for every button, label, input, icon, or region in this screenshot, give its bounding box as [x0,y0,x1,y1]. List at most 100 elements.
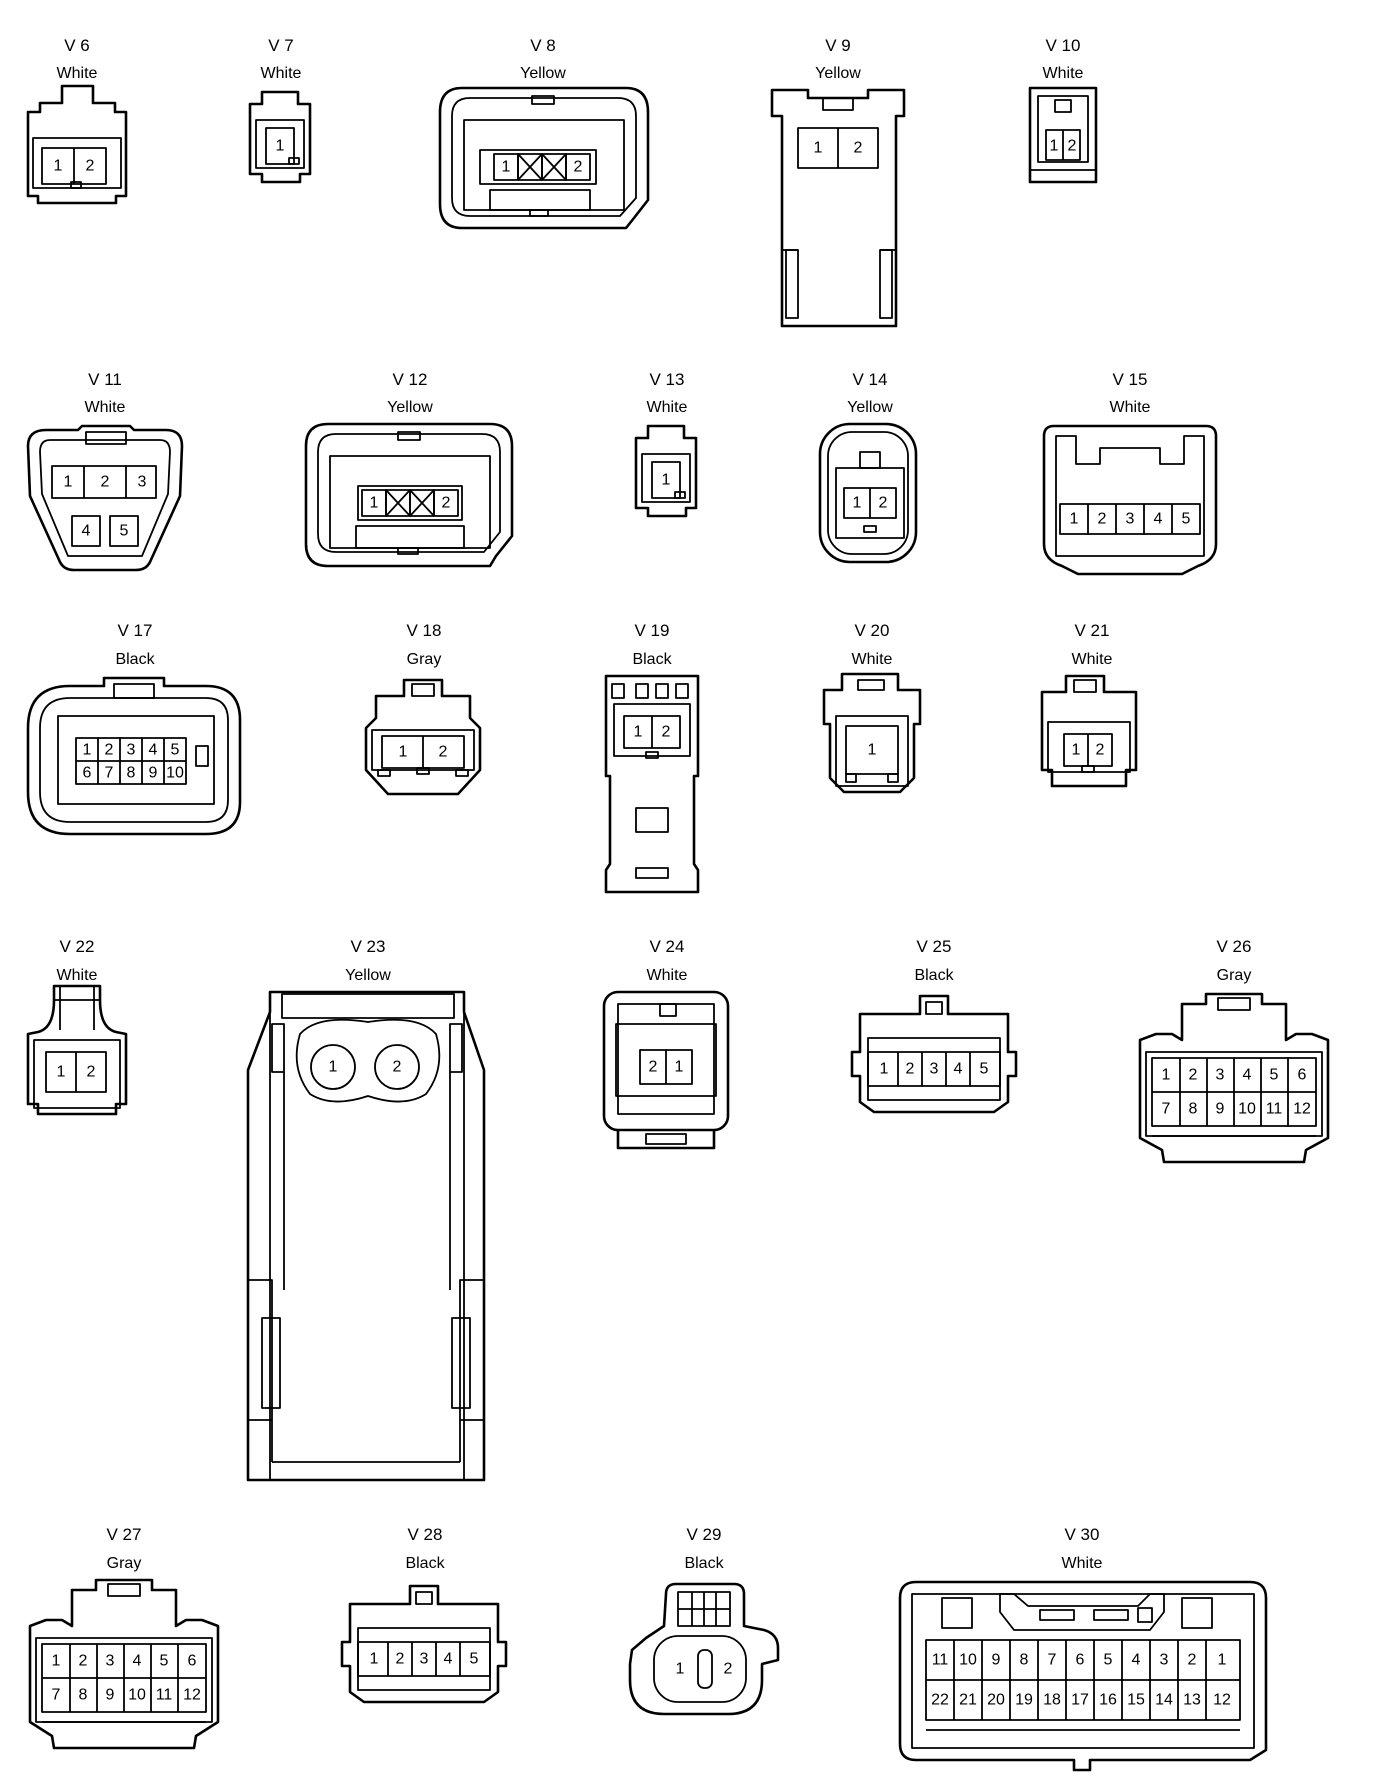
pin-label: 3 [106,1653,115,1670]
connector-color: White [647,399,688,416]
pin-label: 4 [1132,1652,1141,1669]
pin-label: 7 [1048,1652,1057,1669]
pin-label: 12 [1213,1692,1231,1709]
connector-v10: V 10 White 1 2 [1028,36,1098,184]
pin-label: 2 [442,495,451,512]
pin-label: 1 [662,472,671,489]
pin-label: 12 [1293,1101,1311,1118]
connector-id: V 25 [917,937,952,956]
pin-label: 10 [1238,1101,1256,1118]
pin-label: 3 [930,1061,939,1078]
connector-v18: V 18 Gray 1 2 [364,621,482,796]
pin-label: 4 [444,1651,453,1668]
pin-label: 4 [1243,1067,1252,1084]
pin-label: 1 [83,742,92,759]
pin-label: 1 [399,744,408,761]
pin-label: 8 [1020,1652,1029,1669]
pin-label: 2 [662,724,671,741]
pin-label: 9 [149,765,158,782]
pin-label: 2 [574,159,583,176]
pin-label: 1 [502,159,511,176]
pin-label: 6 [1298,1067,1307,1084]
connector-id: V 12 [393,370,428,389]
pin-label: 8 [79,1687,88,1704]
pin-label: 2 [1188,1652,1197,1669]
connector-id: V 6 [64,36,90,55]
pin-label: 2 [101,474,110,491]
pin-label: 1 [1072,742,1081,759]
connector-id: V 7 [268,36,294,55]
connector-id: V 19 [635,621,670,640]
pin-label: 20 [987,1692,1005,1709]
pin-label: 1 [370,1651,379,1668]
connector-color: Gray [107,1555,142,1572]
pin-label: 2 [1189,1067,1198,1084]
connector-v27: V 27 Gray 1 2 3 4 5 6 7 8 9 10 11 12 [28,1525,220,1750]
connector-v29: V 29 Black 1 2 [628,1525,780,1716]
connector-color: Yellow [815,65,861,82]
connector-color: White [1072,651,1113,668]
pin-label: 1 [329,1059,338,1076]
pin-label: 2 [105,742,114,759]
connector-color: White [57,65,98,82]
connector-id: V 10 [1046,36,1081,55]
connector-color: Black [632,651,672,668]
connector-v14: V 14 Yellow 1 2 [818,370,918,564]
pin-label: 15 [1127,1692,1145,1709]
pin-label: 3 [420,1651,429,1668]
pin-label: 5 [120,523,129,540]
pin-label: 1 [1218,1652,1227,1669]
pin-label: 3 [1160,1652,1169,1669]
pin-label: 8 [127,765,136,782]
pin-label: 5 [1270,1067,1279,1084]
connector-color: Black [684,1555,724,1572]
pin-label: 2 [1098,511,1107,528]
pin-label: 13 [1183,1692,1201,1709]
pin-label: 5 [980,1061,989,1078]
pin-label: 1 [276,138,285,155]
connector-id: V 24 [650,937,685,956]
pin-label: 2 [439,744,448,761]
pin-label: 1 [1070,511,1079,528]
pin-label: 7 [52,1687,61,1704]
connector-id: V 27 [107,1525,142,1544]
connector-v15: V 15 White 1 2 3 4 5 [1042,370,1218,576]
pin-label: 1 [52,1653,61,1670]
pin-label: 3 [1126,511,1135,528]
connector-color: Yellow [387,399,433,416]
connector-v28: V 28 Black 1 2 3 4 5 [340,1525,508,1704]
connector-v9: V 9 Yellow 1 2 [770,36,906,328]
connector-v20: V 20 White 1 [822,621,922,794]
connector-id: V 15 [1113,370,1148,389]
connector-v23: V 23 Yellow 1 2 [246,937,486,1482]
connector-v24: V 24 White 2 1 [602,937,730,1150]
connector-id: V 28 [408,1525,443,1544]
connector-id: V 17 [118,621,153,640]
pin-label: 11 [932,1652,949,1669]
pin-label: 17 [1071,1692,1089,1709]
connector-id: V 21 [1075,621,1110,640]
connector-id: V 23 [351,937,386,956]
connector-v22: V 22 White 1 2 [26,937,128,1116]
pin-label: 2 [879,495,888,512]
pin-label: 1 [880,1061,889,1078]
connector-id: V 11 [88,370,122,389]
pin-label: 1 [64,474,73,491]
connector-color: Gray [407,651,442,668]
connector-color: Black [115,651,155,668]
pin-label: 1 [370,495,379,512]
pin-label: 8 [1189,1101,1198,1118]
pin-label: 1 [54,158,63,175]
pin-label: 3 [138,474,147,491]
connector-v30: V 30 White 11 10 9 8 7 6 5 4 3 2 1 22 2 [898,1525,1268,1772]
pin-label: 3 [1216,1067,1225,1084]
connector-v8: V 8 Yellow 1 2 [438,36,650,230]
pin-label: 5 [160,1653,169,1670]
pin-label: 2 [393,1059,402,1076]
pin-label: 12 [183,1687,201,1704]
pin-label: 10 [128,1687,146,1704]
pin-label: 18 [1043,1692,1061,1709]
pin-label: 2 [79,1653,88,1670]
pin-label: 6 [188,1653,197,1670]
connector-v21: V 21 White 1 2 [1040,621,1138,788]
